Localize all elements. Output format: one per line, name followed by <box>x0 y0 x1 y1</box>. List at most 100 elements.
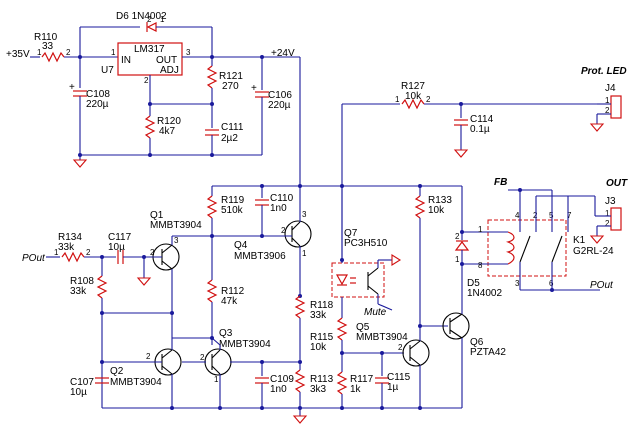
r133-ref: R133 <box>428 195 452 206</box>
c108-ref: C108 <box>86 89 110 100</box>
pin-q2-2: 2 <box>146 352 151 361</box>
q3-ref: Q3 <box>219 328 233 339</box>
r112-value: 47k <box>221 296 238 307</box>
net-label-pout-in: POut <box>22 253 46 264</box>
u7-part: LM317 <box>134 44 165 55</box>
pin-u7-1: 1 <box>111 48 116 57</box>
r134-ref: R134 <box>58 232 82 243</box>
q4-ref: Q4 <box>234 240 248 251</box>
u7-pin-out: OUT <box>156 55 177 66</box>
c114-value: 0.1µ <box>470 124 490 135</box>
u7-pin-in: IN <box>121 55 131 66</box>
q3-transistor <box>204 348 232 376</box>
j4-ref: J4 <box>605 83 616 94</box>
q2-part: MMBT3904 <box>110 377 162 388</box>
pin-j4-2: 2 <box>605 106 610 115</box>
c106-value: 220µ <box>268 100 291 111</box>
r117-ref: R117 <box>350 374 374 385</box>
detector-section: R119 510k C110 1n0 2 3 1 Q4 MMBT3906 Q1 … <box>22 184 462 424</box>
r117-value: 1k <box>350 384 362 395</box>
r108-value: 33k <box>70 286 87 297</box>
q7-ref: Q7 <box>344 228 358 239</box>
pin-r110-1: 1 <box>37 48 42 57</box>
r133-resistor <box>414 195 426 219</box>
r134-resistor <box>61 251 85 263</box>
ground-symbol <box>589 123 605 132</box>
r110-ref: R110 <box>34 32 58 43</box>
d5-value: 1N4002 <box>467 288 502 299</box>
r115-resistor <box>336 317 348 341</box>
pin-j3-2: 2 <box>605 219 610 228</box>
c108-polarity: + <box>69 82 75 93</box>
ground-symbol <box>136 277 152 286</box>
c109-ref: C109 <box>270 374 294 385</box>
r127-resistor <box>401 98 425 110</box>
c110-value: 1n0 <box>270 203 287 214</box>
pin-k1-3: 3 <box>515 279 520 288</box>
pin-k1-4: 4 <box>515 211 520 220</box>
power-supply-section: +35V 1 R110 33 2 D6 1N4002 2 1 LM317 IN … <box>6 11 300 168</box>
q6-part: PZTA42 <box>470 347 506 358</box>
ground-symbol <box>589 235 605 244</box>
q5-transistor <box>402 339 430 367</box>
c109-value: 1n0 <box>270 384 287 395</box>
r119-ref: R119 <box>221 195 245 206</box>
r127-ref: R127 <box>401 81 425 92</box>
r118-resistor <box>294 295 306 319</box>
r133-value: 10k <box>428 205 445 216</box>
c108-value: 220µ <box>86 99 109 110</box>
q1-ref: Q1 <box>150 210 164 221</box>
q5-ref: Q5 <box>356 322 370 333</box>
c107-value: 10µ <box>70 387 87 398</box>
d5-ref: D5 <box>467 278 480 289</box>
pin-r110-2: 2 <box>66 48 71 57</box>
pin-u7-3: 3 <box>186 48 191 57</box>
pin-q4-2: 2 <box>281 226 286 235</box>
d6-diode <box>146 22 157 32</box>
u7-ref: U7 <box>101 65 114 76</box>
q5-part: MMBT3904 <box>356 332 408 343</box>
r115-ref: R115 <box>310 332 334 343</box>
r113-ref: R113 <box>310 374 334 385</box>
c111-ref: C111 <box>221 122 244 133</box>
r120-ref: R120 <box>157 116 181 127</box>
pin-q4-3: 3 <box>302 210 307 219</box>
pin-d5-2: 2 <box>455 232 460 241</box>
r113-value: 3k3 <box>310 384 327 395</box>
pin-r134-1: 1 <box>54 248 59 257</box>
relay-section: R133 10k Q6 PZTA42 2 1 D5 1N4002 1 8 <box>414 177 628 408</box>
k1-relay <box>487 219 567 277</box>
out-label: OUT <box>606 178 628 189</box>
c117-value: 10µ <box>108 242 125 253</box>
pin-q5-2: 2 <box>398 343 403 352</box>
opto-section: Q7 PC3H510 Mute R115 10k R117 1k <box>310 186 430 408</box>
pin-q1-2: 2 <box>150 248 155 257</box>
q4-transistor <box>284 220 312 248</box>
c107-ref: C107 <box>70 377 94 388</box>
fb-label: FB <box>494 177 507 188</box>
r119-resistor <box>206 195 218 219</box>
r118-value: 33k <box>310 310 327 321</box>
r134-value: 33k <box>58 242 75 253</box>
ground-symbol <box>72 159 88 168</box>
u7-pin-adj: ADJ <box>160 65 179 76</box>
q2-ref: Q2 <box>110 366 124 377</box>
pin-r127-1: 1 <box>395 95 400 104</box>
r112-ref: R112 <box>221 286 245 297</box>
q7-part: PC3H510 <box>344 238 388 249</box>
r121-resistor <box>206 65 218 89</box>
c106-ref: C106 <box>268 90 292 101</box>
r117-resistor <box>336 371 348 395</box>
c115-value: 1µ <box>387 382 399 393</box>
net-label-24v: +24V <box>271 48 295 59</box>
pin-d6-1: 1 <box>160 15 165 24</box>
c115-ref: C115 <box>387 372 411 383</box>
pin-q1-3: 3 <box>174 236 179 245</box>
q6-transistor <box>442 312 470 340</box>
pin-j3-1: 1 <box>605 209 610 218</box>
net-label-pout-out: POut <box>590 280 614 291</box>
q1-part: MMBT3904 <box>150 220 202 231</box>
r108-resistor <box>96 275 108 299</box>
pin-q3-1: 1 <box>214 375 219 384</box>
d5-diode <box>454 241 470 251</box>
